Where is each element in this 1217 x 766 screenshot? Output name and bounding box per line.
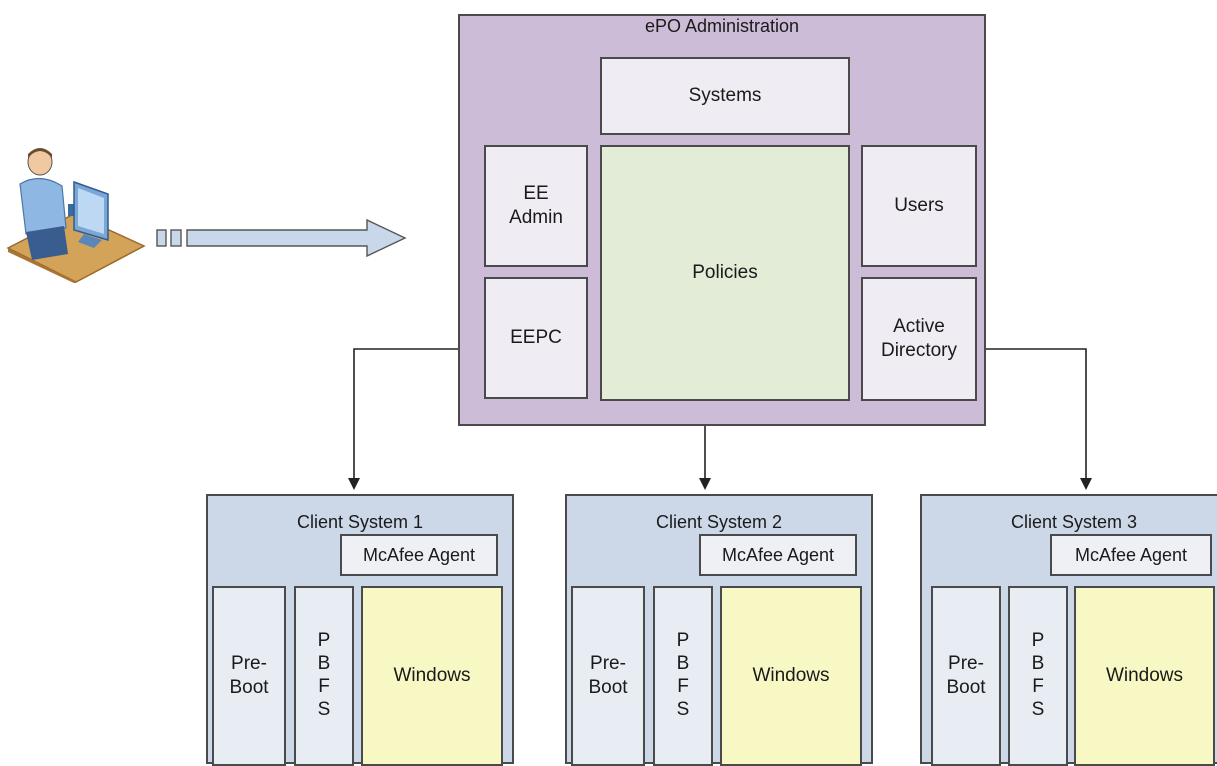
preboot-box: Pre- Boot (931, 586, 1001, 766)
users-box: Users (861, 145, 977, 267)
mcafee-agent-box: McAfee Agent (699, 534, 857, 576)
windows-box: Windows (361, 586, 503, 766)
connector-to-client-3 (986, 348, 1092, 490)
mcafee-agent-box: McAfee Agent (340, 534, 498, 576)
preboot-box: Pre- Boot (571, 586, 645, 766)
client-system-title: Client System 3 (1010, 512, 1138, 532)
systems-box: Systems (600, 57, 850, 135)
preboot-box: Pre- Boot (212, 586, 286, 766)
epo-title: ePO Administration (644, 16, 800, 36)
policies-box: Policies (600, 145, 850, 401)
ee-admin-box: EE Admin (484, 145, 588, 267)
block-arrow-icon (156, 218, 407, 258)
connector-to-client-1 (348, 348, 458, 490)
mcafee-agent-box: McAfee Agent (1050, 534, 1212, 576)
client-system-title: Client System 2 (655, 512, 783, 532)
client-system-title: Client System 1 (296, 512, 424, 532)
windows-box: Windows (720, 586, 862, 766)
eepc-box: EEPC (484, 277, 588, 399)
admin-at-desk-icon (6, 148, 146, 283)
windows-box: Windows (1074, 586, 1215, 766)
active-directory-box: Active Directory (861, 277, 977, 401)
